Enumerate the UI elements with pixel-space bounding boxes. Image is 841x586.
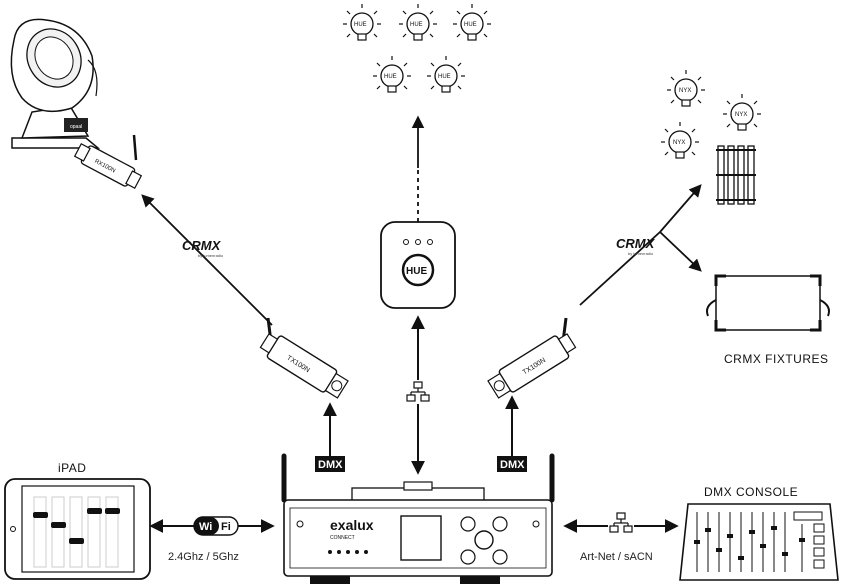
network-icon bbox=[608, 511, 634, 535]
crmx-logo-right: CRMX by lumenradio bbox=[616, 236, 656, 256]
svg-text:by lumenradio: by lumenradio bbox=[628, 251, 654, 256]
wifi-badge: Wi Fi bbox=[193, 516, 239, 536]
svg-text:HUE: HUE bbox=[354, 22, 367, 28]
rx-receiver-moving-head: RX100N bbox=[73, 143, 143, 189]
dmx-console-label: DMX CONSOLE bbox=[704, 485, 798, 499]
svg-text:NYX: NYX bbox=[735, 112, 747, 118]
crmx-fixtures-label: CRMX FIXTURES bbox=[724, 352, 829, 366]
led-tubes bbox=[716, 145, 756, 205]
connector-tx-right-up bbox=[579, 231, 661, 306]
ipad-label: iPAD bbox=[58, 461, 86, 475]
hue-bulb: HUE bbox=[426, 55, 466, 93]
svg-text:Wi: Wi bbox=[199, 521, 212, 533]
artnet-sacn-label: Art-Net / sACN bbox=[580, 551, 653, 563]
svg-text:Fi: Fi bbox=[221, 521, 231, 533]
svg-text:NYX: NYX bbox=[673, 140, 685, 146]
hue-bulb: HUE bbox=[452, 3, 492, 41]
svg-text:CRMX: CRMX bbox=[182, 238, 222, 253]
dmx-badge-right: DMX bbox=[497, 456, 527, 472]
dmx-console bbox=[679, 503, 839, 581]
hub-brand-label: exalux bbox=[330, 517, 374, 533]
exalux-connect-hub: exalux CONNECT bbox=[281, 453, 555, 584]
hue-bulb: HUE bbox=[342, 3, 382, 41]
hub-sub-label: CONNECT bbox=[330, 535, 355, 541]
connector-to-crmx-fixtures bbox=[659, 231, 702, 272]
network-icon bbox=[405, 380, 431, 404]
rx-antenna bbox=[132, 134, 138, 161]
svg-text:HUE: HUE bbox=[410, 22, 423, 28]
svg-text:HUE: HUE bbox=[464, 22, 477, 28]
hue-bulbs: HUE HUE HUE HUE HUE bbox=[342, 3, 492, 93]
svg-text:DMX: DMX bbox=[500, 459, 525, 471]
console-faders bbox=[694, 512, 805, 572]
crmx-panel-fixture bbox=[706, 274, 830, 332]
svg-text:NYX: NYX bbox=[679, 88, 691, 94]
svg-text:CRMX: CRMX bbox=[616, 236, 656, 251]
hue-bridge-label: HUE bbox=[406, 266, 427, 277]
connector-to-nyx bbox=[659, 184, 702, 233]
wifi-frequency-label: 2.4Ghz / 5Ghz bbox=[168, 551, 239, 563]
svg-text:HUE: HUE bbox=[438, 74, 451, 80]
ipad-device bbox=[4, 478, 151, 580]
svg-text:opaal: opaal bbox=[70, 124, 82, 130]
nyx-bulb: NYX bbox=[666, 69, 706, 107]
svg-text:HUE: HUE bbox=[384, 74, 397, 80]
hue-bulb: HUE bbox=[372, 55, 412, 93]
connector-tx-left-to-moving-head bbox=[141, 194, 273, 326]
crmx-logo-left: CRMX by lumenradio bbox=[182, 238, 224, 258]
nyx-bulb: NYX bbox=[660, 121, 700, 159]
nyx-bulbs: NYX NYX NYX bbox=[660, 69, 762, 159]
hue-bridge: HUE bbox=[380, 221, 456, 309]
svg-text:by lumenradio: by lumenradio bbox=[198, 253, 224, 258]
svg-text:DMX: DMX bbox=[318, 459, 343, 471]
dmx-badge-left: DMX bbox=[315, 456, 345, 472]
tx-transmitter-right: TX100N bbox=[487, 317, 577, 399]
tx-transmitter-left: TX100N bbox=[259, 317, 349, 399]
hue-bulb: HUE bbox=[398, 3, 438, 41]
nyx-bulb: NYX bbox=[722, 93, 762, 131]
moving-head-fixture: opaal bbox=[10, 18, 101, 149]
